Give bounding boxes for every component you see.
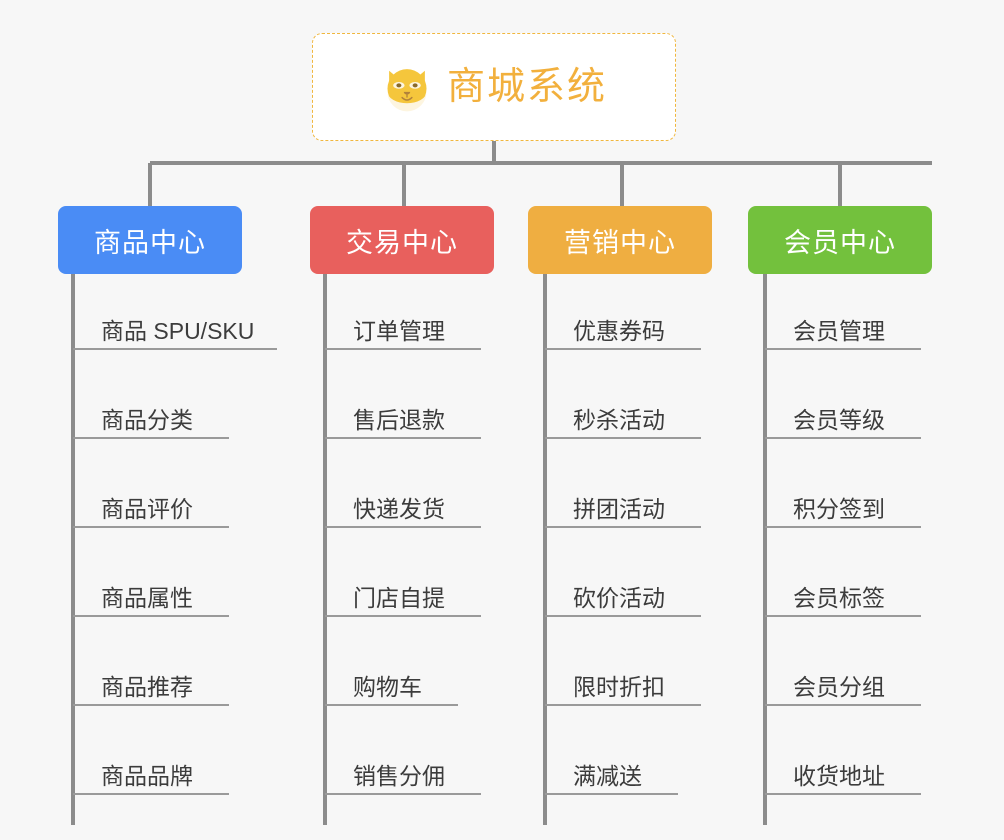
leaf-label: 收货地址 [793,763,885,790]
leaf-item-member-1[interactable]: 会员等级 [765,393,921,439]
leaf-item-product-3[interactable]: 商品属性 [73,571,229,617]
category-box-trade[interactable]: 交易中心 [310,206,494,274]
leaf-label: 满减送 [573,763,642,790]
leaf-item-product-0[interactable]: 商品 SPU/SKU [73,304,277,350]
leaf-label: 门店自提 [353,585,445,612]
leaf-label: 订单管理 [353,318,445,345]
category-label-product: 商品中心 [94,227,206,258]
leaf-label: 会员标签 [793,585,885,612]
root-title: 商城系统 [446,66,607,108]
leaf-item-product-1[interactable]: 商品分类 [73,393,229,439]
category-label-trade: 交易中心 [346,227,458,258]
leaf-label: 购物车 [353,674,422,701]
leaf-item-trade-0[interactable]: 订单管理 [325,304,481,350]
leaf-item-trade-5[interactable]: 销售分佣 [325,749,481,795]
leaf-item-marketing-5[interactable]: 满减送 [545,749,678,795]
leaf-label: 销售分佣 [353,763,445,790]
leaf-label: 售后退款 [353,407,445,434]
shiba-dog-icon [387,69,427,112]
category-label-member: 会员中心 [784,227,896,258]
leaf-item-marketing-2[interactable]: 拼团活动 [545,482,701,528]
leaf-label: 商品推荐 [101,674,193,701]
leaf-label: 会员等级 [793,407,885,434]
leaf-item-product-5[interactable]: 商品品牌 [73,749,229,795]
category-box-member[interactable]: 会员中心 [748,206,932,274]
leaf-item-marketing-4[interactable]: 限时折扣 [545,660,701,706]
leaf-item-marketing-1[interactable]: 秒杀活动 [545,393,701,439]
leaf-item-trade-2[interactable]: 快递发货 [325,482,481,528]
leaf-label: 秒杀活动 [573,407,665,434]
category-box-product[interactable]: 商品中心 [58,206,242,274]
leaf-label: 快递发货 [353,496,445,523]
leaf-item-trade-3[interactable]: 门店自提 [325,571,481,617]
leaf-item-trade-1[interactable]: 售后退款 [325,393,481,439]
leaf-item-marketing-0[interactable]: 优惠券码 [545,304,701,350]
leaf-label: 优惠券码 [573,318,665,345]
leaf-item-marketing-3[interactable]: 砍价活动 [545,571,701,617]
category-label-marketing: 营销中心 [564,227,676,258]
leaf-label: 砍价活动 [573,585,665,612]
leaf-item-product-4[interactable]: 商品推荐 [73,660,229,706]
leaf-item-member-2[interactable]: 积分签到 [765,482,921,528]
leaf-label: 商品 SPU/SKU [101,318,255,345]
leaf-label: 商品分类 [101,407,193,434]
leaf-item-member-4[interactable]: 会员分组 [765,660,921,706]
leaf-item-member-5[interactable]: 收货地址 [765,749,921,795]
leaf-label: 商品评价 [101,496,193,523]
leaf-item-member-0[interactable]: 会员管理 [765,304,921,350]
leaf-item-product-2[interactable]: 商品评价 [73,482,229,528]
leaf-label: 限时折扣 [573,674,665,701]
root-node[interactable]: 商城系统 [312,33,676,141]
leaf-label: 积分签到 [793,496,885,523]
leaf-item-member-3[interactable]: 会员标签 [765,571,921,617]
leaf-item-trade-4[interactable]: 购物车 [325,660,458,706]
category-box-marketing[interactable]: 营销中心 [528,206,712,274]
leaf-label: 商品属性 [101,585,193,612]
leaf-label: 商品品牌 [101,763,193,790]
leaf-label: 拼团活动 [573,496,665,523]
leaf-label: 会员管理 [793,318,885,345]
leaf-label: 会员分组 [793,674,885,701]
